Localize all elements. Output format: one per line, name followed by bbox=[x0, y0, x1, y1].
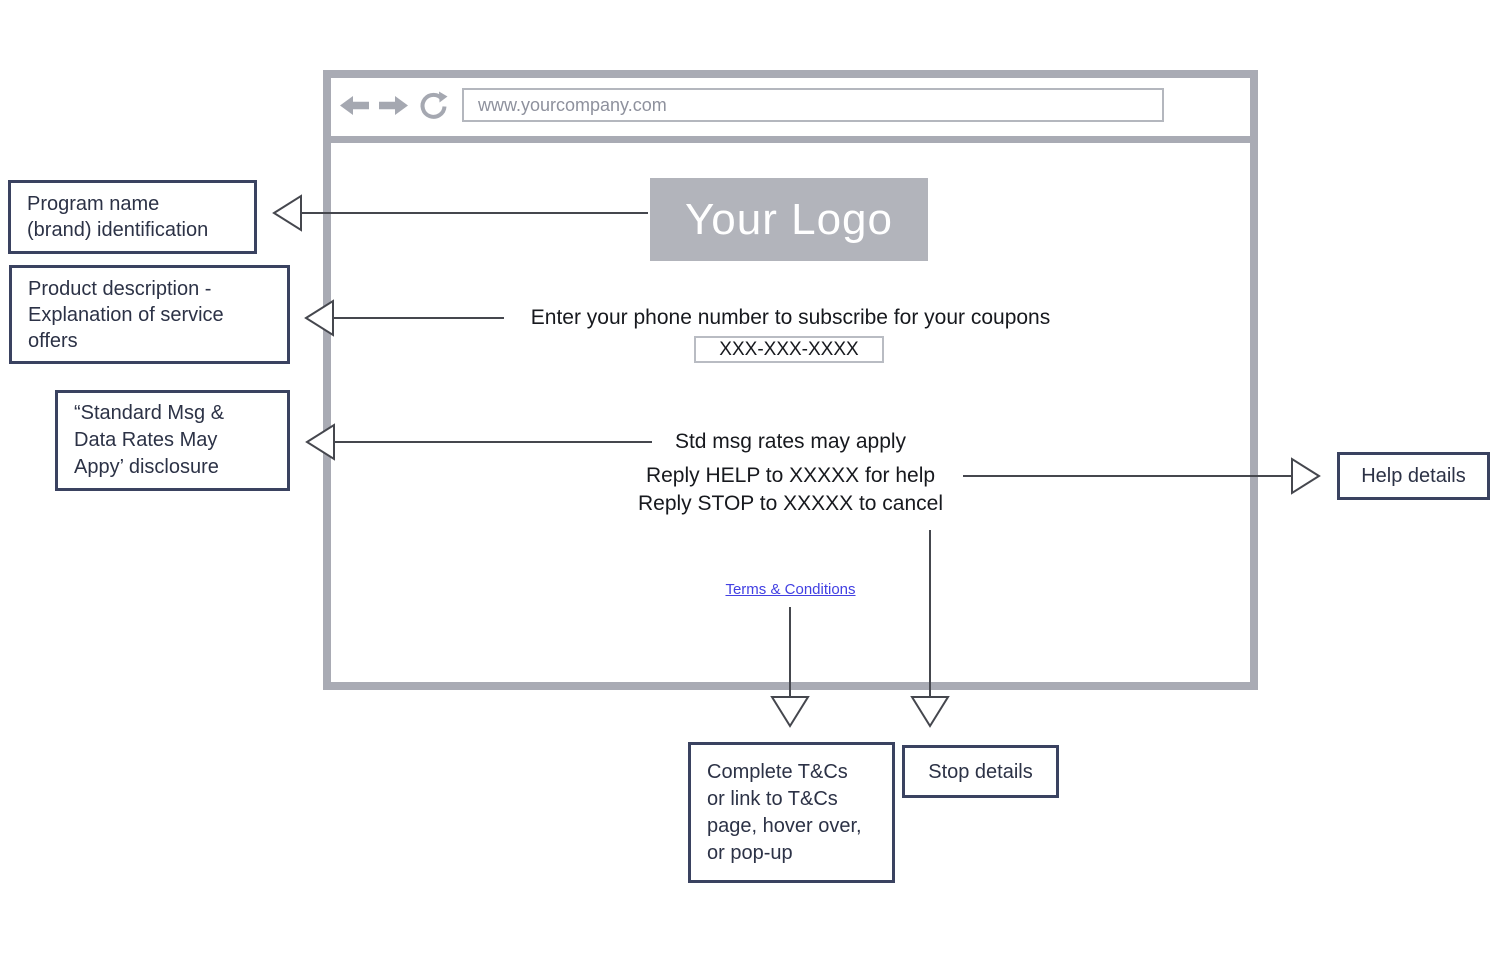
phone-number-input[interactable] bbox=[694, 336, 884, 363]
annotation-stop-details: Stop details bbox=[902, 745, 1059, 798]
annotation-help-details: Help details bbox=[1337, 452, 1490, 500]
annotation-complete-tcs-label: Complete T&Cs or link to T&Cs page, hove… bbox=[707, 760, 862, 864]
subscribe-prompt: Enter your phone number to subscribe for… bbox=[530, 306, 1051, 329]
reply-help-text: Reply HELP to XXXXX for help bbox=[645, 464, 936, 487]
annotation-stop-details-label: Stop details bbox=[928, 760, 1033, 783]
logo-placeholder: Your Logo bbox=[650, 178, 928, 261]
annotation-program-name-label: Program name (brand) identification bbox=[27, 193, 209, 241]
logo-text: Your Logo bbox=[684, 194, 893, 244]
browser-window bbox=[323, 70, 1258, 690]
std-msg-rates-text: Std msg rates may apply bbox=[674, 430, 907, 453]
annotation-product-description-label: Product description - Explanation of ser… bbox=[28, 277, 224, 352]
annotation-product-description: Product description - Explanation of ser… bbox=[9, 265, 290, 364]
browser-toolbar bbox=[331, 78, 1250, 143]
annotation-complete-tcs: Complete T&Cs or link to T&Cs page, hove… bbox=[688, 742, 895, 883]
reply-stop-text: Reply STOP to XXXXX to cancel bbox=[637, 492, 944, 515]
terms-link-wrap: Terms & Conditions bbox=[331, 581, 1250, 598]
annotation-program-name: Program name (brand) identification bbox=[8, 180, 257, 254]
terms-and-conditions-link[interactable]: Terms & Conditions bbox=[725, 581, 856, 598]
forward-arrow-icon[interactable] bbox=[377, 93, 410, 118]
refresh-icon[interactable] bbox=[418, 90, 448, 121]
back-arrow-icon[interactable] bbox=[338, 93, 371, 118]
url-input[interactable] bbox=[462, 88, 1164, 122]
annotation-std-msg-disclosure: “Standard Msg & Data Rates May Appy’ dis… bbox=[55, 390, 290, 491]
annotation-std-msg-disclosure-label: “Standard Msg & Data Rates May Appy’ dis… bbox=[74, 402, 225, 478]
annotation-help-details-label: Help details bbox=[1361, 465, 1466, 487]
